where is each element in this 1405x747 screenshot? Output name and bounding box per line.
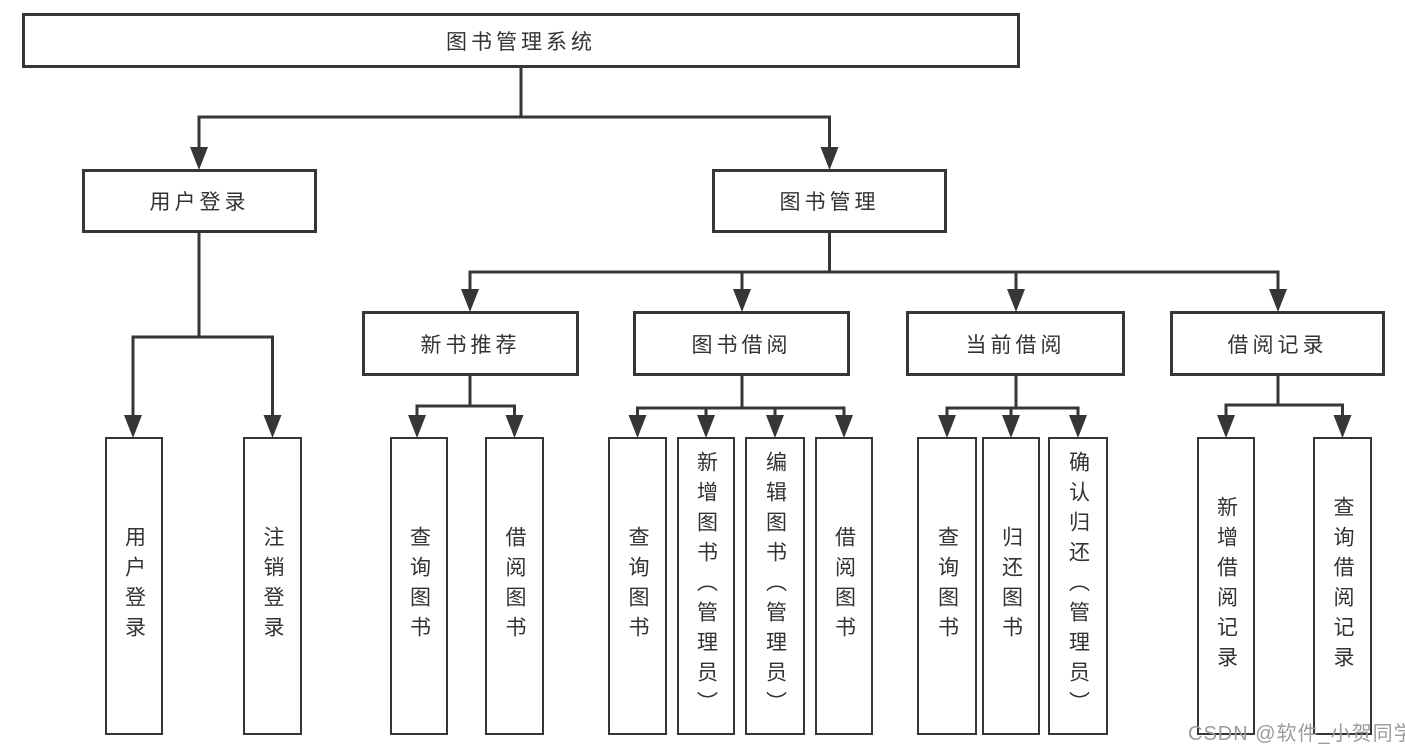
connector-line xyxy=(636,376,846,417)
arrowhead-icon xyxy=(1007,289,1025,312)
leaf-user-login: 用户登录 xyxy=(105,437,163,735)
node-user-login: 用户登录 xyxy=(82,169,317,233)
arrowhead-icon xyxy=(408,415,426,438)
arrowhead-icon xyxy=(766,415,784,438)
csdn-watermark: CSDN @软件_小贺同学 xyxy=(1188,723,1405,745)
leaf-borrow-book: 借阅图书 xyxy=(815,437,873,735)
arrowhead-icon xyxy=(1269,289,1287,312)
node-library-management-system: 图书管理系统 xyxy=(22,13,1020,68)
arrowhead-icon xyxy=(505,415,524,438)
leaf-confirm-return-admin: 确认归还（管理员） xyxy=(1048,437,1108,735)
arrowhead-icon xyxy=(1002,415,1020,438)
connector-line xyxy=(1224,376,1344,417)
arrowhead-icon xyxy=(938,415,956,438)
leaf-borrow-book-recommend: 借阅图书 xyxy=(485,437,544,735)
leaf-query-borrow-record: 查询借阅记录 xyxy=(1313,437,1372,735)
leaf-query-book-borrow: 查询图书 xyxy=(608,437,667,735)
leaf-return-book: 归还图书 xyxy=(982,437,1040,735)
connector-line xyxy=(468,233,1280,291)
arrowhead-icon xyxy=(263,415,282,438)
leaf-query-book-current: 查询图书 xyxy=(917,437,977,735)
leaf-add-borrow-record: 新增借阅记录 xyxy=(1197,437,1255,735)
arrowhead-icon xyxy=(628,415,647,438)
connector-line xyxy=(945,376,1080,417)
arrowhead-icon xyxy=(820,147,839,170)
node-current-borrow: 当前借阅 xyxy=(906,311,1125,376)
arrowhead-icon xyxy=(835,415,853,438)
leaf-edit-book-admin: 编辑图书（管理员） xyxy=(745,437,805,735)
connector-line xyxy=(415,376,516,417)
node-book-management: 图书管理 xyxy=(712,169,947,233)
arrowhead-icon xyxy=(124,415,142,438)
connector-line xyxy=(131,232,274,417)
node-new-book-recommend: 新书推荐 xyxy=(362,311,579,376)
leaf-logout-login: 注销登录 xyxy=(243,437,302,735)
node-borrow-records: 借阅记录 xyxy=(1170,311,1385,376)
arrowhead-icon xyxy=(1333,415,1352,438)
arrowhead-icon xyxy=(1217,415,1235,438)
leaf-query-book-recommend: 查询图书 xyxy=(390,437,448,735)
arrowhead-icon xyxy=(190,147,208,170)
arrowhead-icon xyxy=(697,415,715,438)
node-book-borrow: 图书借阅 xyxy=(633,311,850,376)
leaf-add-book-admin: 新增图书（管理员） xyxy=(677,437,735,735)
arrowhead-icon xyxy=(733,289,751,312)
arrowhead-icon xyxy=(461,289,479,312)
connector-line xyxy=(197,68,831,149)
arrowhead-icon xyxy=(1069,415,1087,438)
